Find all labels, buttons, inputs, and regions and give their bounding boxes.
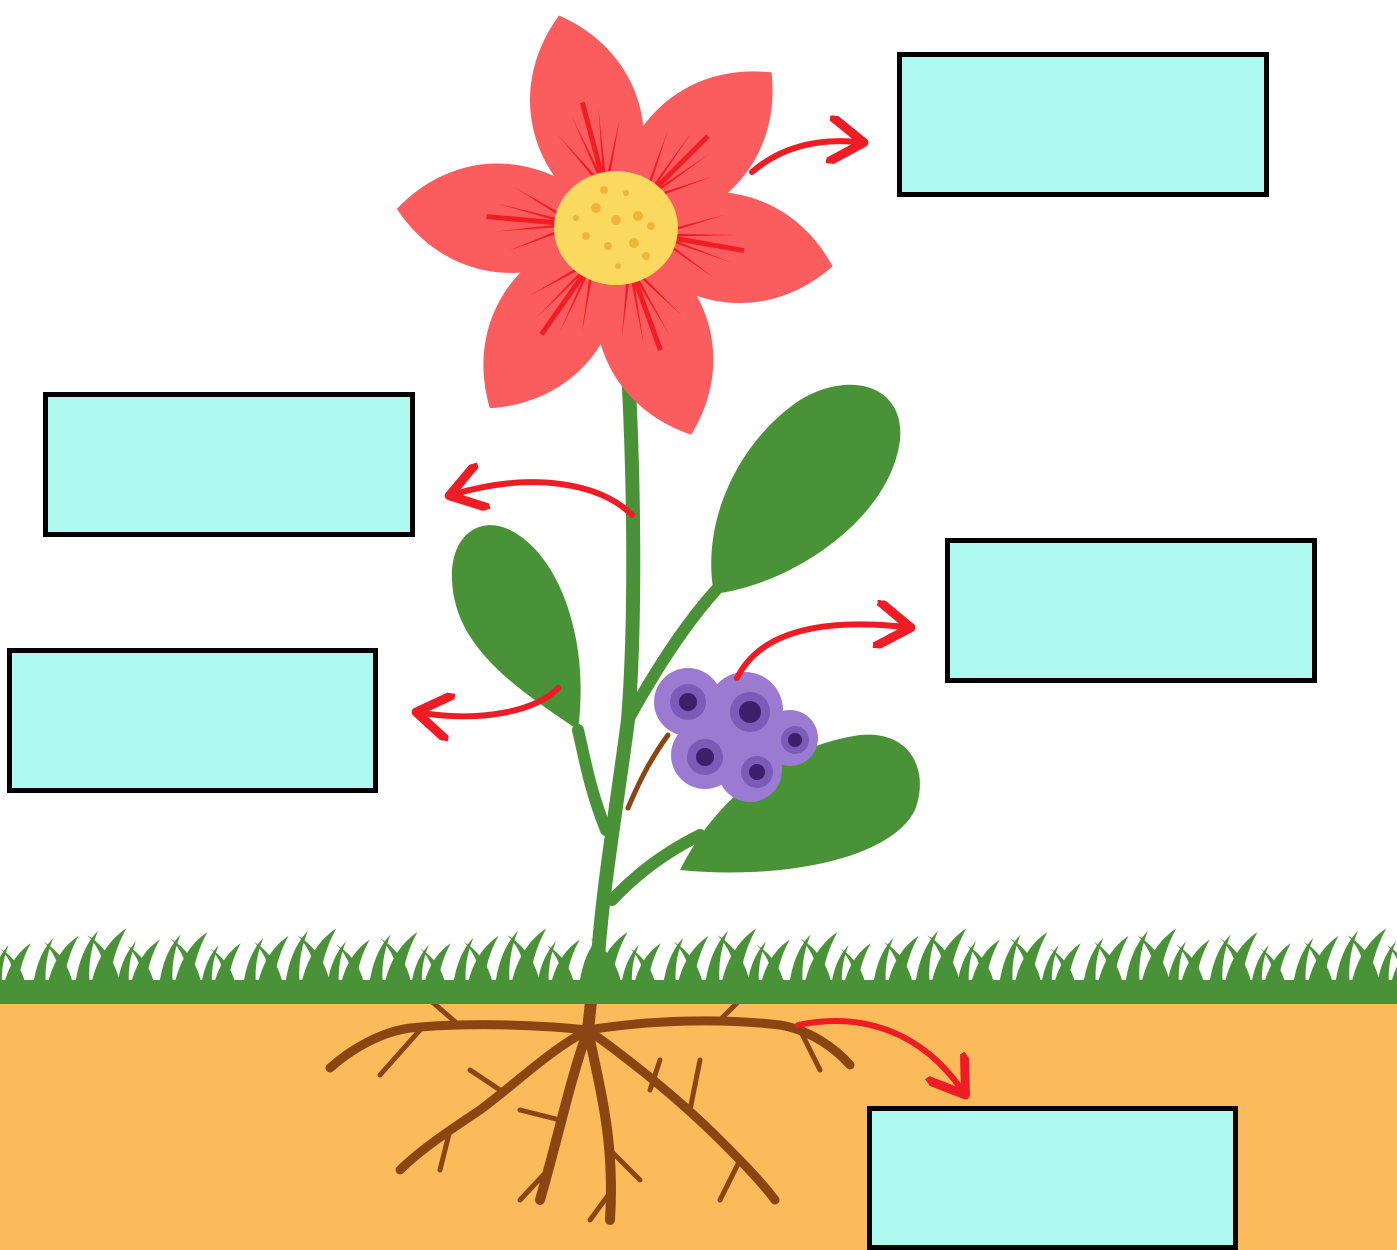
grass-tuft — [998, 932, 1048, 996]
roots — [325, 986, 855, 1225]
root-label-box[interactable] — [867, 1106, 1238, 1250]
grass-tuft — [410, 943, 451, 996]
arrow-leaf — [422, 685, 561, 716]
grass-tuft — [830, 943, 871, 996]
arrow-flower — [749, 141, 858, 175]
grass-tuft — [536, 939, 580, 996]
grass-tuft — [1166, 939, 1210, 996]
flower-label-box[interactable] — [897, 52, 1269, 197]
grass-tuft — [452, 935, 499, 996]
leaf-label-box[interactable] — [7, 648, 378, 793]
grass-tuft — [746, 939, 790, 996]
grass-tuft — [788, 932, 838, 996]
leaf-lower-right — [680, 734, 920, 873]
fruit-label-box[interactable] — [945, 538, 1317, 683]
grass-tuft — [662, 935, 709, 996]
grass-tuft — [1208, 932, 1258, 996]
pointer-arrows — [422, 141, 962, 1090]
grass-tuft — [872, 935, 919, 996]
grass-tuft — [620, 943, 661, 996]
grass-tuft — [116, 939, 160, 996]
stem — [572, 361, 722, 997]
grass-tuft — [0, 943, 31, 996]
grass — [0, 928, 1397, 1004]
grass-tuft — [1292, 935, 1339, 996]
grass-tuft — [1040, 943, 1081, 996]
leaf-left — [451, 525, 581, 730]
arrow-stem — [455, 482, 635, 518]
grass-tuft — [1376, 939, 1397, 996]
flower — [392, 1, 842, 453]
stem-label-box[interactable] — [43, 392, 415, 537]
grass-tuft — [1082, 935, 1129, 996]
grass-tuft — [368, 932, 418, 996]
arrow-fruit — [734, 624, 905, 681]
leaf-upper-right — [711, 384, 901, 594]
arrow-root — [795, 1018, 962, 1090]
grass-tuft — [956, 939, 1000, 996]
grass-tuft — [1250, 943, 1291, 996]
grass-tuft — [326, 939, 370, 996]
leaves — [451, 384, 920, 873]
fruit-cluster — [654, 668, 818, 802]
grass-tuft — [200, 943, 241, 996]
grass-tuft — [242, 935, 289, 996]
grass-tuft — [158, 932, 208, 996]
grass-tuft — [32, 935, 79, 996]
